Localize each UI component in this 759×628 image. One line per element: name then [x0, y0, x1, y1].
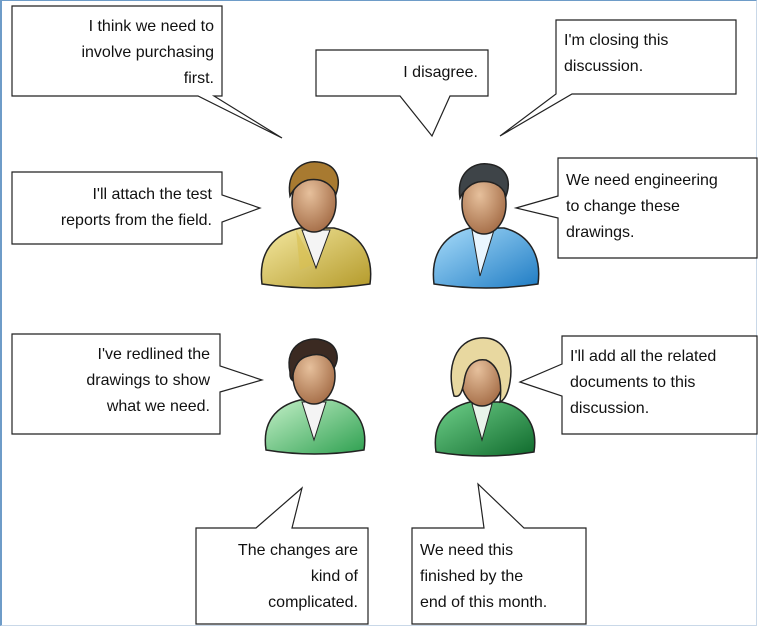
speech-bubble-test-reports — [11, 171, 262, 245]
bubble-line: to change these — [566, 198, 680, 215]
bubble-line: first. — [183, 70, 214, 87]
speech-bubble-disagree — [315, 49, 489, 138]
bubble-line: I'll add all the related — [570, 348, 717, 365]
bubble-text-redlined: I've redlined the drawings to show what … — [18, 342, 210, 420]
bubble-line: complicated. — [268, 594, 358, 611]
bubble-line: The changes are — [237, 542, 358, 559]
bubble-line: drawings. — [566, 224, 635, 241]
person-yellow-icon — [260, 161, 372, 289]
bubble-line: We need this — [420, 542, 514, 559]
bubble-line: end of this month. — [420, 594, 548, 611]
bubble-text-closing: I'm closing this discussion. — [564, 28, 732, 80]
person-green-dark-icon — [434, 337, 536, 457]
bubble-line: I'll attach the test — [92, 186, 212, 203]
bubble-line: I think we need to — [88, 18, 214, 35]
bubble-line: discussion. — [564, 58, 644, 75]
bubble-line: involve purchasing — [81, 44, 214, 61]
speech-bubble-related-docs — [518, 335, 758, 435]
bubble-line: kind of — [310, 568, 358, 585]
bubble-line: I've redlined the — [97, 346, 210, 363]
bubble-line: We need engineering — [566, 172, 718, 189]
speech-bubble-closing — [499, 19, 737, 137]
speech-bubble-engineering — [513, 157, 758, 259]
bubble-line: what we need. — [106, 398, 210, 415]
bubble-line: drawings to show — [86, 372, 210, 389]
person-blue-icon — [432, 163, 540, 289]
person-green-light-icon — [264, 338, 366, 455]
speech-bubble-finished — [411, 482, 587, 625]
bubble-line: discussion. — [570, 400, 650, 417]
bubble-line: finished by the — [420, 568, 524, 585]
bubble-text-purchasing: I think we need to involve purchasing fi… — [20, 14, 214, 92]
bubble-text-complicated: The changes are kind of complicated. — [202, 538, 358, 616]
speech-bubble-complicated — [195, 486, 369, 625]
bubble-line: documents to this — [570, 374, 696, 391]
speech-bubble-purchasing — [11, 5, 283, 139]
bubble-line: reports from the field. — [60, 212, 212, 229]
bubble-text-test-reports: I'll attach the test reports from the fi… — [18, 182, 212, 234]
bubble-line: I'm closing this — [564, 32, 669, 49]
bubble-text-disagree: I disagree. — [322, 60, 478, 86]
bubble-text-related-docs: I'll add all the related documents to th… — [570, 344, 754, 422]
bubble-text-engineering: We need engineering to change these draw… — [566, 168, 752, 246]
bubble-line: I disagree. — [403, 64, 478, 81]
bubble-text-finished: We need this finished by the end of this… — [420, 538, 582, 616]
speech-bubble-redlined — [11, 333, 265, 435]
